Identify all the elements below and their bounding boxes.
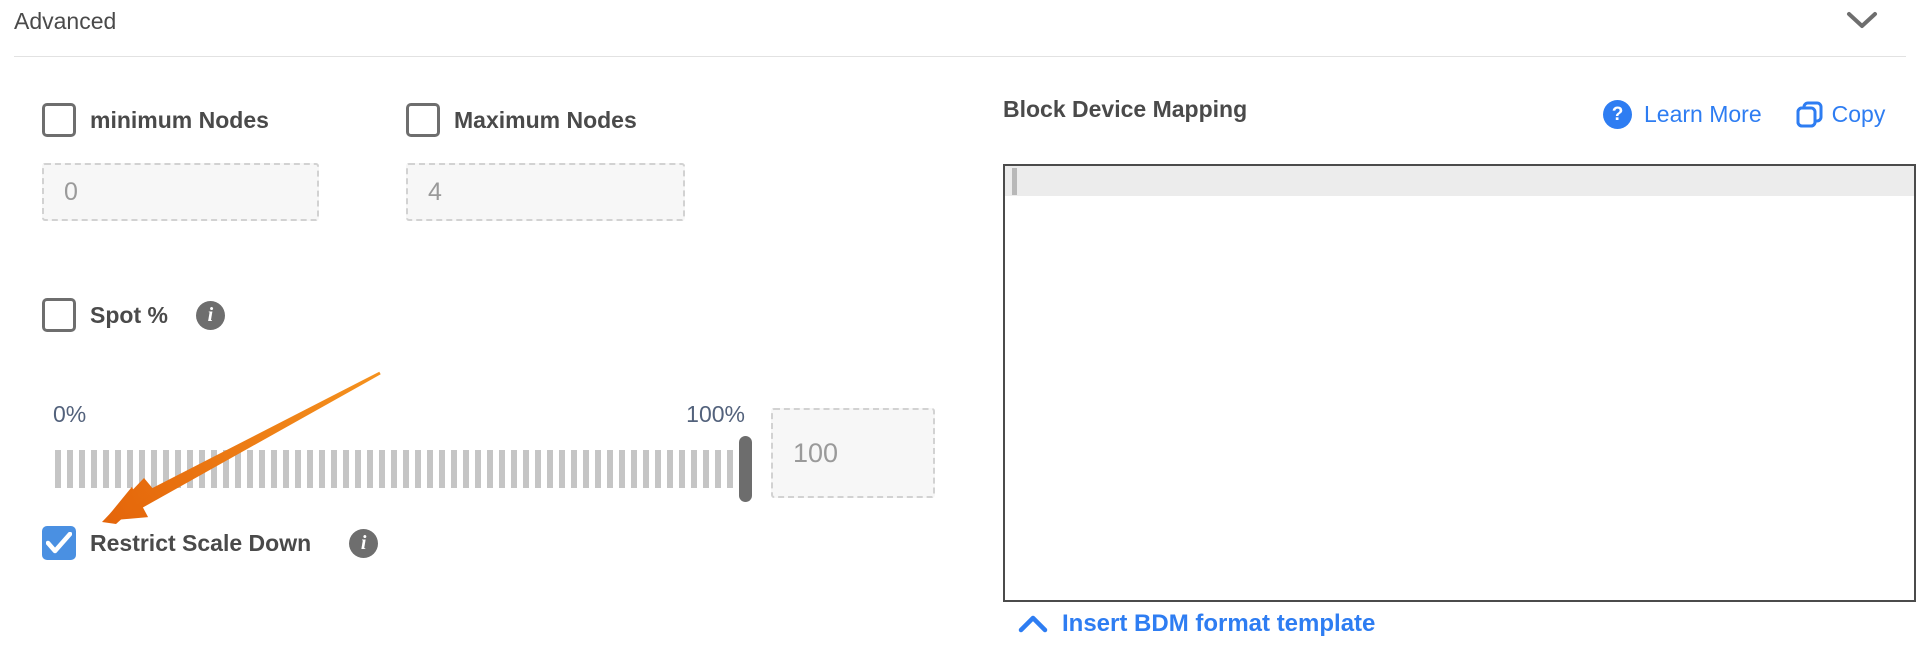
slider-min-label: 0% [53,401,87,427]
section-divider [14,56,1906,57]
section-title-advanced: Advanced [14,8,117,34]
maximum-nodes-checkbox[interactable] [406,103,440,137]
copy-icon [1796,101,1823,128]
maximum-nodes-label: Maximum Nodes [454,106,637,133]
checkmark-icon [46,532,72,554]
restrict-scale-down-label: Restrict Scale Down [90,529,312,556]
minimum-nodes-label: minimum Nodes [90,106,269,133]
insert-bdm-template-label: Insert BDM format template [1062,610,1376,637]
bdm-links-row: ? Learn More Copy [1603,100,1885,129]
spot-percent-label: Spot % [90,301,168,328]
help-icon[interactable]: ? [1603,100,1632,129]
insert-bdm-template-link[interactable]: Insert BDM format template [1018,610,1375,638]
editor-active-line [1005,166,1914,196]
minimum-nodes-input[interactable] [42,163,319,221]
bdm-title: Block Device Mapping [1003,96,1248,122]
minimum-nodes-row: minimum Nodes [42,103,269,137]
restrict-scale-down-row: Restrict Scale Down i [42,526,379,560]
spot-percent-row: Spot % i [42,298,225,332]
spot-percent-slider-track[interactable] [55,450,749,488]
maximum-nodes-row: Maximum Nodes [406,103,637,137]
minimum-nodes-checkbox[interactable] [42,103,76,137]
bdm-editor[interactable] [1003,164,1916,602]
spot-percent-value-input[interactable] [771,408,935,498]
slider-max-label: 100% [686,401,745,427]
restrict-scale-down-info-icon[interactable]: i [349,528,379,558]
chevron-up-icon [1018,615,1048,633]
copy-button[interactable]: Copy [1796,101,1886,128]
restrict-scale-down-checkbox[interactable] [42,526,76,560]
slider-range-labels: 0% 100% [53,401,745,428]
maximum-nodes-input[interactable] [406,163,685,221]
editor-cursor [1012,168,1017,195]
learn-more-link[interactable]: Learn More [1644,101,1762,127]
spot-percent-checkbox[interactable] [42,298,76,332]
copy-label: Copy [1831,101,1886,127]
chevron-down-icon[interactable] [1846,10,1878,37]
spot-percent-slider-handle[interactable] [739,436,752,502]
spot-info-icon[interactable]: i [195,300,225,330]
